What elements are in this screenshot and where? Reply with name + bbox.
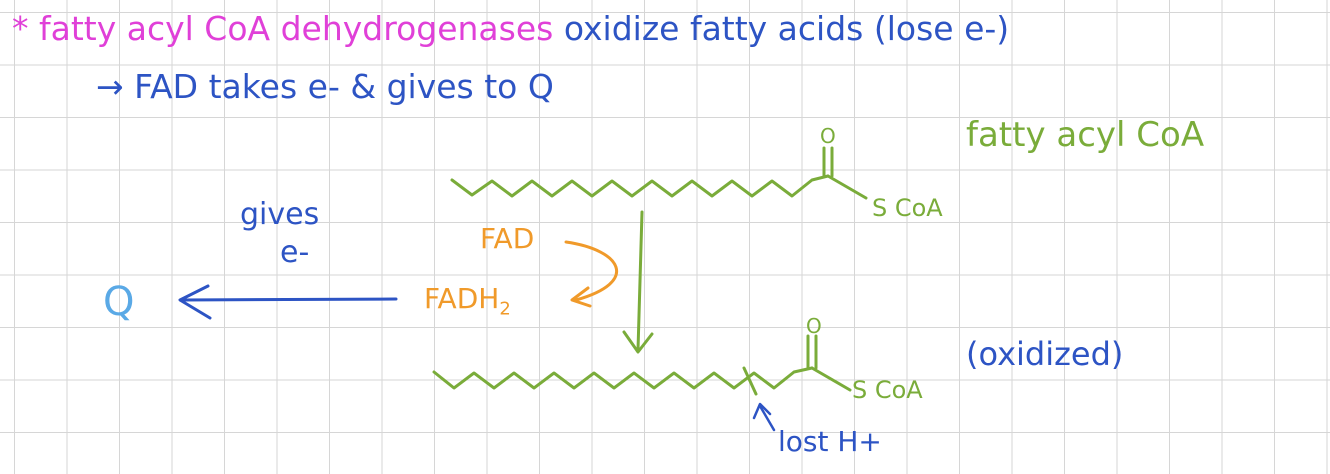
fatty-acyl-chain-bottom (432, 366, 814, 390)
fatty-acyl-coa-label: fatty acyl CoA (966, 115, 1205, 155)
fadh-subscript: 2 (499, 298, 511, 320)
fad-to-fadh2-arrowhead (570, 286, 592, 308)
scoa-top-label: S CoA (872, 194, 943, 222)
thioester-bond-bottom (810, 366, 852, 392)
fadh2-label: FADH2 (424, 285, 511, 319)
header-note-line-2: → FAD takes e- & gives to Q (96, 67, 554, 106)
star-mark: * (12, 9, 29, 48)
fad-label: FAD (480, 222, 535, 255)
oxygen-bottom-label: O (806, 314, 822, 338)
reaction-arrow-head (622, 330, 654, 354)
enzyme-name: fatty acyl CoA dehydrogenases (39, 9, 554, 48)
oxidized-label: (oxidized) (966, 335, 1124, 373)
fatty-acyl-chain-top (450, 174, 830, 198)
lost-h-label: lost H+ (778, 425, 882, 458)
reaction-arrow-shaft (636, 210, 644, 352)
gives-label: gives (240, 197, 320, 232)
fadh-text: FADH (424, 282, 500, 315)
ubiquinone-q-label: Q (103, 279, 135, 325)
enzyme-action: oxidize fatty acids (lose e-) (563, 9, 1010, 48)
oxygen-top-label: O (820, 124, 836, 148)
fad-to-fadh2-curve (564, 240, 619, 302)
electron-transfer-arrow-shaft (180, 297, 398, 302)
lost-h-arrow-shaft (758, 404, 776, 432)
scoa-bottom-label: S CoA (852, 376, 923, 404)
thioester-bond-top (826, 174, 868, 200)
lost-h-arrowhead (752, 402, 772, 420)
electron-label: e- (280, 235, 310, 270)
new-double-bond (742, 366, 758, 396)
electron-transfer-arrowhead (178, 284, 212, 320)
header-note-line-1: * fatty acyl CoA dehydrogenases oxidize … (12, 12, 1009, 45)
